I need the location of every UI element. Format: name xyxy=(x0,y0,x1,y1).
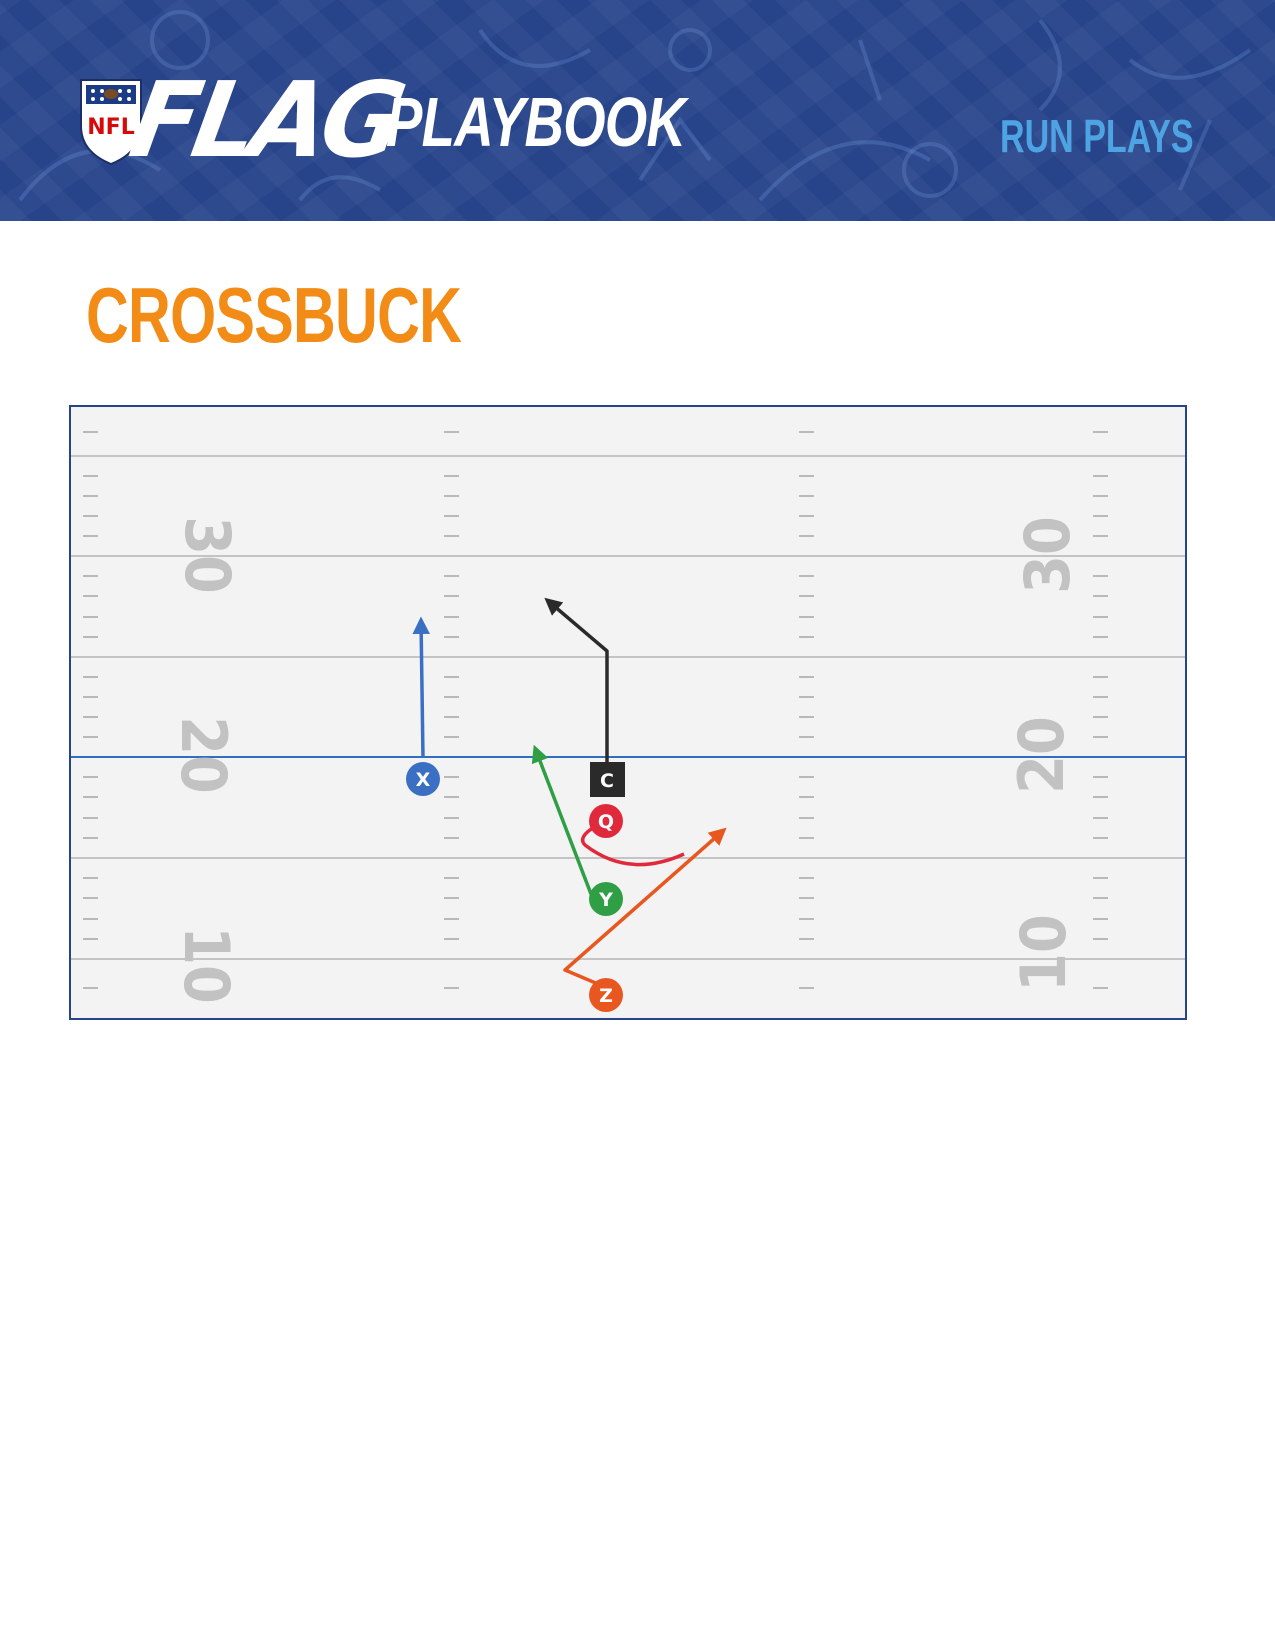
section-label: RUN PLAYS xyxy=(1000,110,1194,162)
route-c xyxy=(544,597,609,762)
yard-numbers: 30 20 10 30 20 10 xyxy=(167,516,1084,1004)
player-c: C xyxy=(590,762,625,797)
player-y-label: Y xyxy=(598,889,613,911)
player-q: Q xyxy=(589,804,623,838)
player-y: Y xyxy=(589,882,623,916)
yard-number-20-right: 20 xyxy=(1005,716,1078,794)
brand-flag: FLAG xyxy=(122,59,409,181)
route-z xyxy=(563,827,727,989)
player-z-label: Z xyxy=(599,985,613,1007)
yard-number-10-right: 10 xyxy=(1007,914,1080,992)
play-title: CROSSBUCK xyxy=(86,271,462,359)
hash-marks xyxy=(83,431,1108,989)
player-q-label: Q xyxy=(598,811,614,833)
player-x-label: X xyxy=(416,769,431,791)
yard-number-20-left: 20 xyxy=(167,716,240,794)
player-z: Z xyxy=(589,978,623,1012)
brand-playbook: PLAYBOOK xyxy=(386,83,686,161)
yard-number-30-left: 30 xyxy=(171,516,244,594)
yard-number-10-left: 10 xyxy=(170,926,243,1004)
nfl-shield-logo: NFL xyxy=(80,79,142,166)
play-diagram-field: 30 20 10 30 20 10 X C Q Y Z xyxy=(69,405,1187,1020)
route-x xyxy=(412,616,430,759)
yard-number-30-right: 30 xyxy=(1011,516,1084,594)
route-y xyxy=(531,744,593,895)
player-c-label: C xyxy=(600,770,614,792)
logo-text: NFL xyxy=(87,115,134,140)
player-x: X xyxy=(406,762,440,796)
header-pattern xyxy=(18,10,1252,202)
header-banner: NFL FLAG PLAYBOOK RUN PLAYS xyxy=(0,0,1275,221)
yard-lines xyxy=(71,455,1185,960)
route-q xyxy=(580,824,685,867)
